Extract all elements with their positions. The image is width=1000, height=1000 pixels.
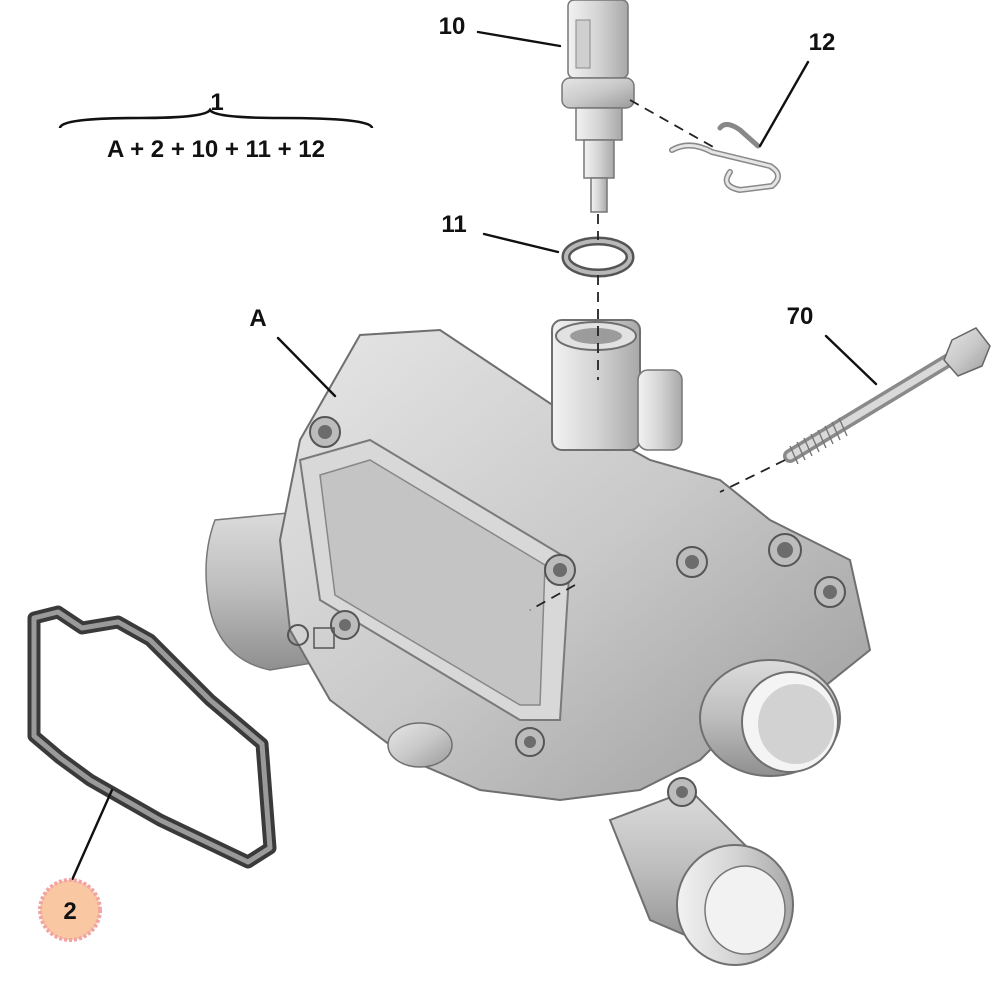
callout-part-1: 1 — [210, 89, 223, 116]
assembly-line-clip — [629, 99, 716, 149]
callout-a: A — [249, 305, 337, 398]
assembly-formula-text: A + 2 + 10 + 11 + 12 — [107, 136, 325, 163]
callout-part-a: A — [249, 305, 266, 332]
assembly-line-bolt — [719, 459, 786, 493]
bolt-thread — [789, 417, 848, 465]
callout-part-2-highlight — [38, 878, 102, 942]
assembly-brace — [58, 107, 374, 129]
retaining-clip-part-12 — [669, 122, 781, 194]
callout-part-12: 12 — [809, 29, 836, 56]
callout-70: 70 — [787, 303, 878, 386]
callout-12: 12 — [758, 29, 836, 148]
callout-part-2: 2 — [63, 898, 76, 925]
thermostat-housing-part-a — [205, 319, 872, 966]
callout-part-11: 11 — [441, 211, 466, 238]
assembly-formula: 1 A + 2 + 10 + 11 + 12 — [58, 89, 374, 163]
bolt-part-70 — [783, 327, 991, 465]
callout-2: 2 — [38, 788, 114, 942]
gasket-part-2 — [27, 605, 277, 869]
assembly-line-bolt-hole — [529, 584, 576, 611]
callout-part-10: 10 — [439, 13, 466, 40]
callout-11: 11 — [441, 211, 560, 254]
o-ring-part-11 — [561, 236, 635, 278]
temperature-sensor-part-10 — [561, 0, 635, 213]
callout-10: 10 — [439, 13, 562, 48]
callout-part-70: 70 — [787, 303, 814, 330]
